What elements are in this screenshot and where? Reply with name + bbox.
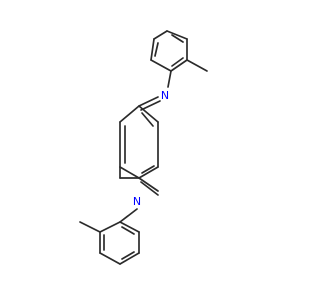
bond-double-inner — [141, 112, 154, 127]
bond-double-inner — [171, 57, 184, 67]
bond — [150, 38, 155, 61]
bond-double-inner — [171, 34, 184, 43]
bond-double-inner — [121, 226, 135, 235]
bond — [119, 252, 140, 265]
bond — [99, 221, 121, 233]
methyl-bond — [79, 221, 101, 233]
bond — [119, 166, 140, 179]
bond-n-aryl-bottom — [119, 208, 138, 223]
bond — [138, 166, 159, 179]
central-benzene-ring — [119, 105, 159, 179]
bond — [153, 30, 168, 40]
bond — [138, 105, 159, 123]
bond — [119, 221, 140, 233]
bond — [150, 59, 172, 72]
nitrogen-atom-bottom: N — [133, 195, 141, 208]
bottom-toluene-ring — [79, 221, 140, 265]
bond-double-inner — [121, 251, 135, 260]
bond-aryl-n-top — [167, 70, 172, 88]
bond — [119, 105, 140, 123]
bond — [99, 252, 121, 265]
bond — [170, 59, 188, 72]
imine-double-bond-top-b — [140, 100, 161, 111]
bond — [166, 30, 188, 40]
methyl-bond — [186, 59, 208, 72]
imine-double-bond-bottom-a — [138, 177, 159, 192]
imine-double-bond-top-a — [138, 96, 159, 107]
molecule-structure-diagram: N N — [79, 30, 208, 265]
top-toluene-ring — [150, 30, 208, 72]
nitrogen-atom-top: N — [161, 89, 169, 102]
bond-double-inner — [141, 165, 155, 174]
imine-double-bond-bottom-b — [140, 181, 159, 196]
bond-double-inner — [154, 42, 159, 57]
